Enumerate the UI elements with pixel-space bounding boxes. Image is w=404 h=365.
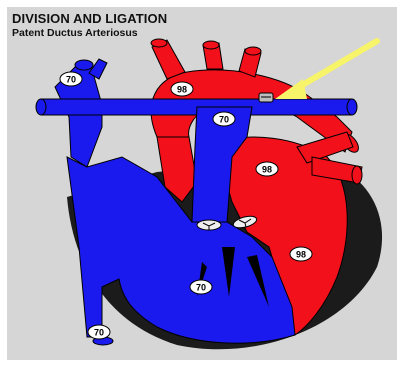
diagram-title: DIVISION AND LIGATION	[12, 11, 167, 26]
diagram-subtitle: Patent Ductus Arteriosus	[12, 27, 138, 39]
aorta-saturation-badge: 98	[171, 82, 193, 96]
ivc-saturation-label: 70	[94, 328, 104, 338]
svc-saturation-label: 70	[66, 75, 76, 85]
left-carotid-opening	[203, 41, 219, 49]
pulmonary-vein-opening	[352, 166, 362, 184]
lv-saturation-badge: 98	[290, 247, 312, 261]
lv-saturation-label: 98	[296, 250, 306, 260]
right-pulmonary-artery-end	[36, 99, 46, 115]
aorta-saturation-label: 98	[177, 85, 187, 95]
la-saturation-badge: 98	[256, 162, 278, 176]
la-saturation-label: 98	[262, 165, 272, 175]
pa-saturation-label: 70	[219, 115, 229, 125]
heart-diagram: 70 98 70 98 98 70 70	[7, 7, 397, 360]
pa-saturation-badge: 70	[213, 112, 235, 126]
yellow-arrow-icon	[275, 41, 377, 99]
diagram-panel: 70 98 70 98 98 70 70 DIVISION AND LIGATI…	[7, 7, 397, 360]
rv-saturation-badge: 70	[190, 280, 212, 294]
svc-saturation-badge: 70	[60, 72, 82, 86]
svc-opening	[75, 60, 93, 70]
brachiocephalic-opening	[151, 39, 167, 47]
ligated-ductus	[259, 93, 273, 102]
ivc-saturation-badge: 70	[88, 325, 110, 339]
rv-saturation-label: 70	[196, 283, 206, 293]
left-subclavian-opening	[245, 47, 261, 55]
left-pulmonary-artery-end	[347, 99, 357, 115]
pulmonary-valve	[197, 220, 221, 230]
